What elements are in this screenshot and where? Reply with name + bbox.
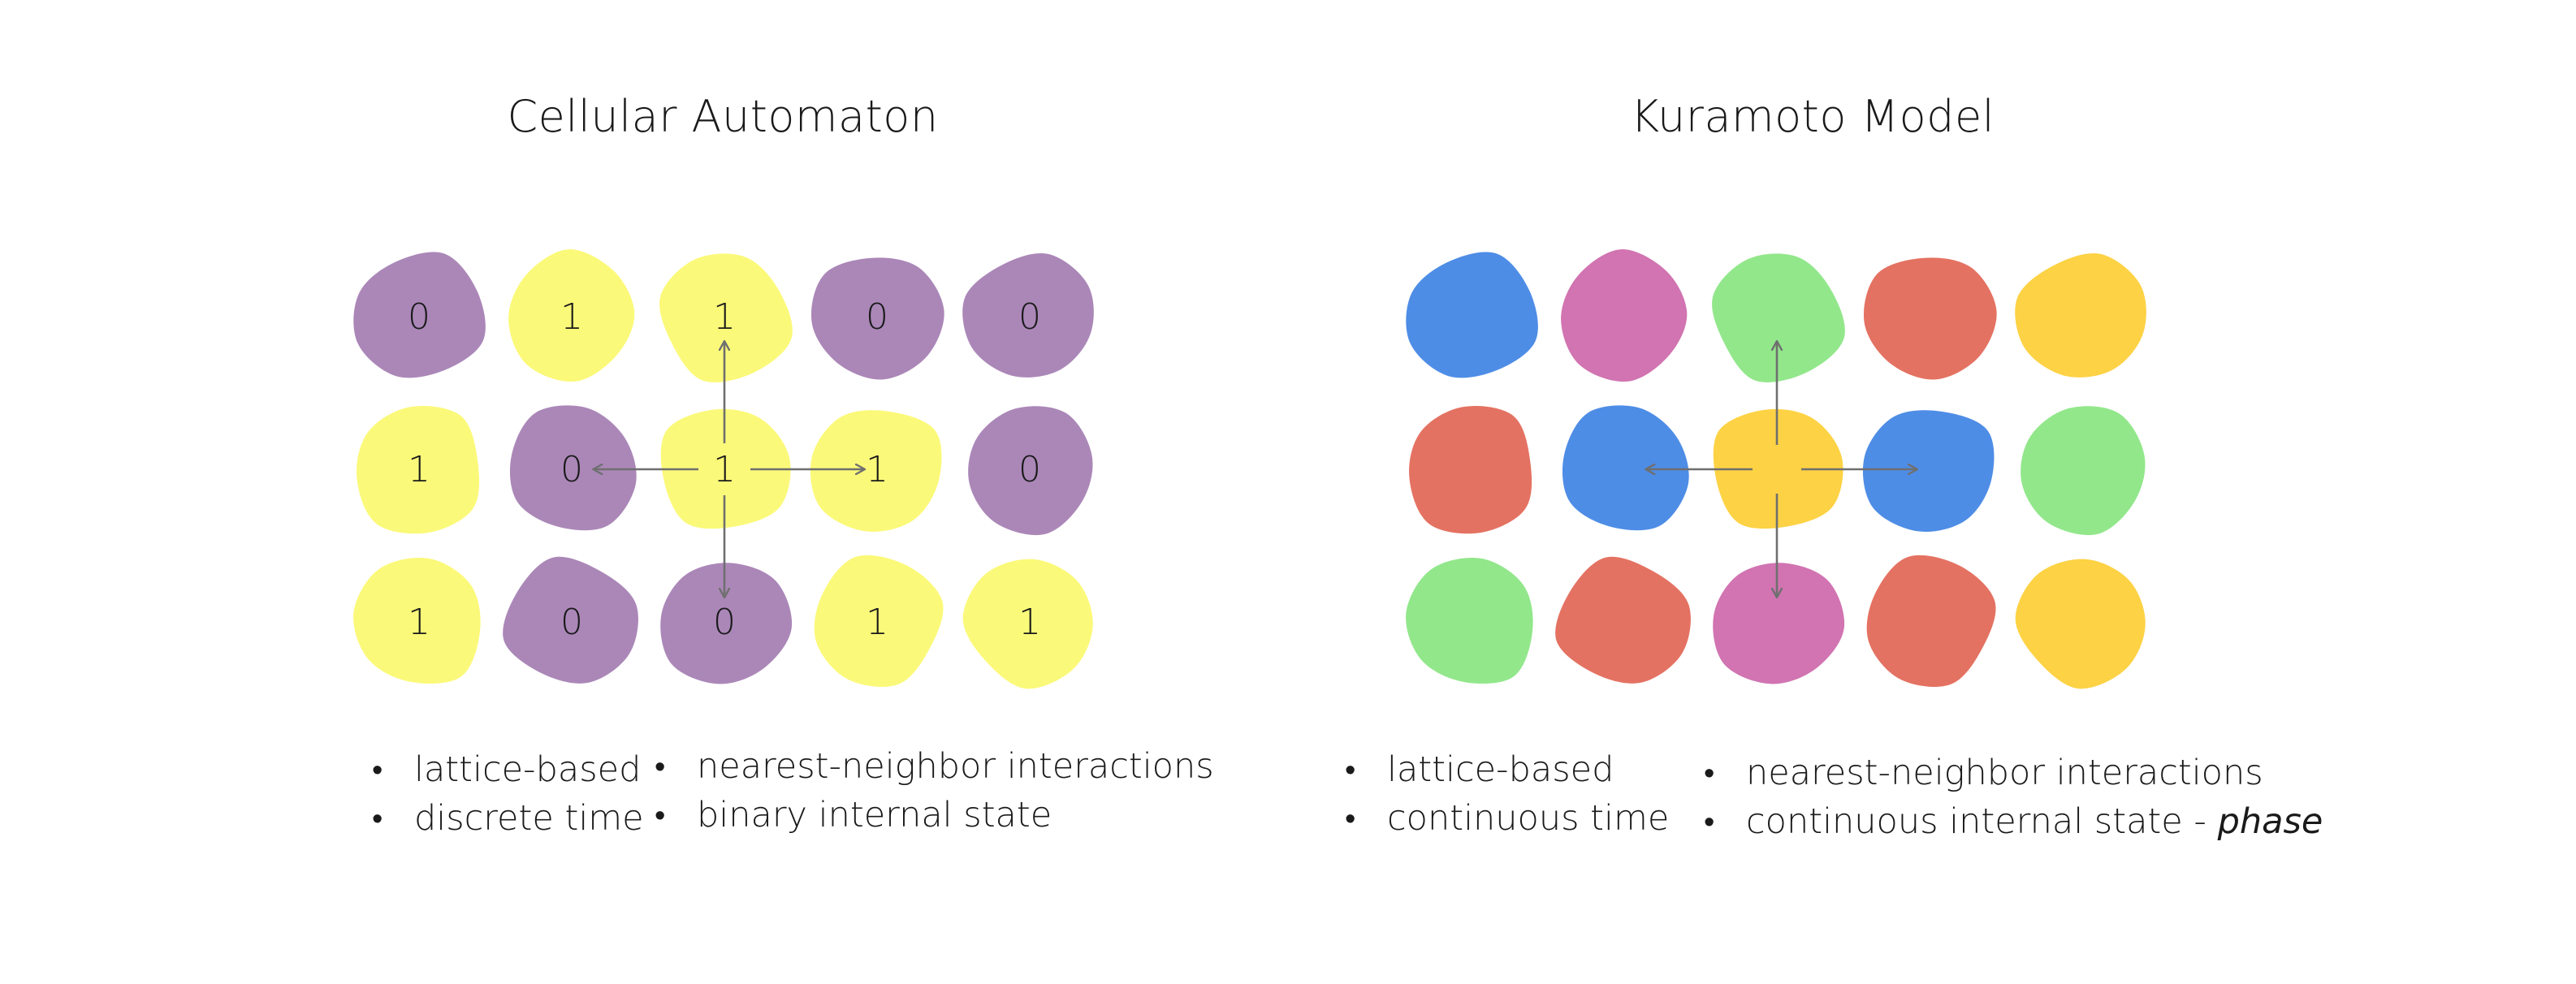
bullet-phase-emphasis: phase [2217,801,2323,842]
lattice-cell: 1 [353,557,481,684]
cell-blob [1713,408,1843,529]
cell-blob [1406,557,1533,684]
cellular-automaton-title: Cellular Automaton [507,91,939,142]
lattice-cell [2015,252,2146,378]
ca-bullets-col2: nearest-neighbor interactions binary int… [650,742,1214,839]
cell-value: 1 [408,449,430,490]
cell-blob [810,410,942,532]
lattice-cell [1406,557,1533,684]
cell-blob [1409,405,1532,534]
cell-blob [508,249,635,382]
lattice-cell [1862,410,1995,532]
cell-blob [353,557,481,684]
cell-blob [1562,405,1689,531]
cell-blob [1712,253,1845,382]
cell-blob [2015,252,2146,378]
bullet-item: nearest-neighbor interactions [1699,749,2323,797]
kuramoto-lattice [1406,249,2146,689]
cell-blob [353,252,486,378]
bullet-item: lattice-based [1340,745,1669,794]
cell-blob [1406,252,1538,378]
cell-value: 1 [560,296,583,338]
cell-blob [659,253,793,382]
lattice-cell: 0 [968,406,1093,536]
lattice-cell [2015,559,2146,689]
cell-blob [962,559,1093,689]
cellular-automaton-lattice: 0 1 1 0 0 1 0 1 1 0 1 0 0 1 1 [353,249,1094,689]
cell-value: 1 [1018,602,1041,643]
lattice-cell [1406,252,1538,378]
lattice-cell: 1 [660,408,791,529]
lattice-cell [1863,257,1997,380]
lattice-cell [1713,408,1843,529]
cell-value: 1 [866,449,888,490]
cell-value: 0 [1018,449,1041,490]
lattice-cell: 1 [810,410,942,532]
lattice-cell [1713,563,1845,684]
cell-value: 0 [560,602,583,643]
lattice-cell: 0 [353,252,486,378]
cell-blob [1561,249,1688,382]
kuramoto-model-title: Kuramoto Model [1630,91,1995,142]
lattice-cell: 0 [503,556,638,684]
ca-bullets-col1: lattice-based discrete time [367,745,644,843]
lattice-cell [1712,253,1845,382]
bullet-item: continuous internal state - phase [1699,797,2323,846]
lattice-cell: 0 [962,252,1094,378]
cell-value: 0 [1018,296,1041,338]
bullet-item: binary internal state [650,791,1214,839]
cell-value: 1 [713,449,736,490]
cell-blob [660,408,791,529]
kuramoto-bullets-col2: nearest-neighbor interactions continuous… [1699,749,2323,846]
lattice-cell: 1 [659,253,793,382]
bullet-item: nearest-neighbor interactions [650,742,1214,791]
cell-blob [503,556,638,684]
lattice-cell: 1 [962,559,1093,689]
kuramoto-model-panel: Kuramoto Model lattice-based continuous … [1288,0,2576,984]
cell-blob [2021,406,2146,536]
cell-value: 0 [560,449,583,490]
lattice-cell: 1 [508,249,635,382]
cell-blob [1555,556,1691,684]
cell-blob [1713,563,1845,684]
cell-value: 1 [866,602,888,643]
cell-blob [1863,257,1997,380]
cell-blob [968,406,1093,536]
lattice-cell [1866,555,1996,688]
kuramoto-bullets-col1: lattice-based continuous time [1340,745,1669,843]
lattice-cell: 0 [810,257,944,380]
cell-value: 1 [408,602,430,643]
cell-value: 0 [408,296,430,338]
lattice-cell [1555,556,1691,684]
cell-blob [814,555,944,688]
lattice-cell: 0 [509,405,637,531]
cell-blob [660,563,793,684]
bullet-item: continuous time [1340,794,1669,843]
cell-value: 0 [713,602,736,643]
cell-blob [2015,559,2146,689]
cell-blob [962,252,1094,378]
cell-value: 1 [713,296,736,338]
bullet-item: discrete time [367,794,644,843]
cell-blob [810,257,944,380]
cellular-automaton-panel: Cellular Automaton 0 1 1 0 0 1 0 1 1 0 1 0 0 1 1 latti… [0,0,1288,984]
cell-blob [1862,410,1995,532]
lattice-cell: 0 [660,563,793,684]
lattice-cell [2021,406,2146,536]
cell-blob [357,405,480,534]
lattice-cell [1561,249,1688,382]
lattice-cell: 1 [814,555,944,688]
lattice-cell: 1 [357,405,480,534]
lattice-cell [1409,405,1532,534]
cell-blob [1866,555,1996,688]
bullet-item: lattice-based [367,745,644,794]
bullet-phase-text: continuous internal state - [1746,801,2218,842]
lattice-cell [1562,405,1689,531]
cell-blob [509,405,637,531]
cell-value: 0 [866,296,888,338]
